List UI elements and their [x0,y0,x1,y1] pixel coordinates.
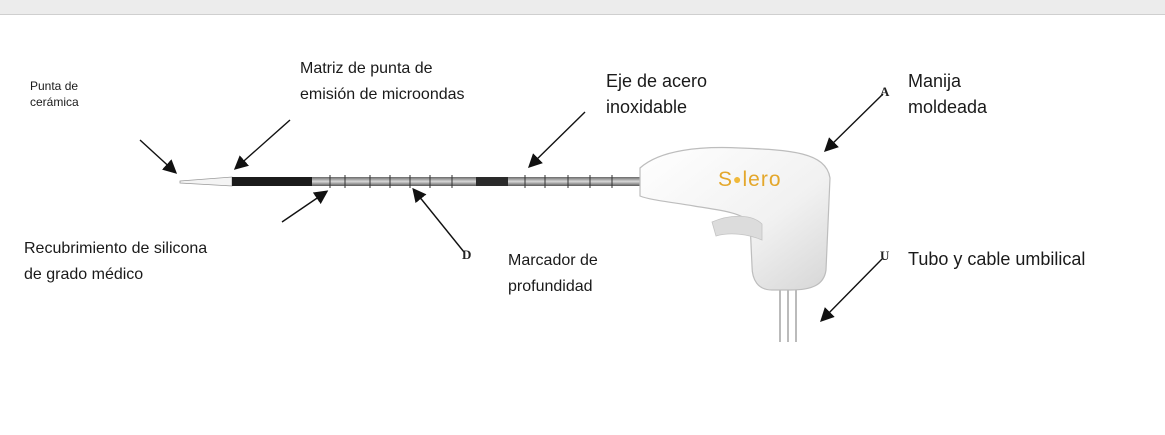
label-silicone-coating: Recubrimiento de silicona de grado médic… [24,240,208,284]
label-depth-marker: Marcador de profundidad [508,252,598,296]
label-umbilical-tube: Tubo y cable umbilical [908,249,1086,269]
arrow-molded-handle [824,93,884,152]
molded-handle [639,146,831,291]
umbilical-cables [779,290,797,342]
marker-letter-handle: A [880,84,890,99]
label-microwave-array: Matriz de punta de emisión de microondas [300,60,465,103]
arrow-ceramic-tip [139,139,178,174]
label-steel-shaft: Eje de acero inoxidable [606,71,708,118]
top-border-strip [0,0,1165,15]
arrow-microwave-array [233,119,291,170]
marker-letter-umbilical: U [880,248,890,263]
microwave-emission-array [232,177,312,186]
arrow-depth-marker [412,187,465,253]
steel-shaft [312,175,642,188]
brand-logo: S●lero [718,168,782,191]
marker-letter-depth: D [462,247,472,262]
arrow-silicone-coating [281,190,329,223]
label-molded-handle: Manija moldeada [908,71,988,118]
label-ceramic-tip: Punta de cerámica [30,79,79,110]
ceramic-tip [179,176,233,187]
arrow-umbilical [820,258,883,322]
arrow-steel-shaft [528,111,586,168]
